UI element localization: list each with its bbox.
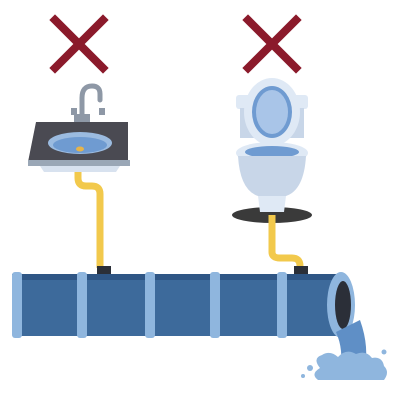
water-outflow bbox=[301, 320, 387, 380]
toilet-drain-pipe bbox=[268, 215, 308, 274]
toilet-icon bbox=[232, 78, 312, 223]
sewer-pipe bbox=[12, 272, 355, 338]
sink-icon bbox=[28, 83, 130, 172]
sink-drain-pipe bbox=[74, 172, 111, 274]
cross-icon-right bbox=[242, 14, 302, 74]
cross-icon-left bbox=[49, 14, 109, 74]
